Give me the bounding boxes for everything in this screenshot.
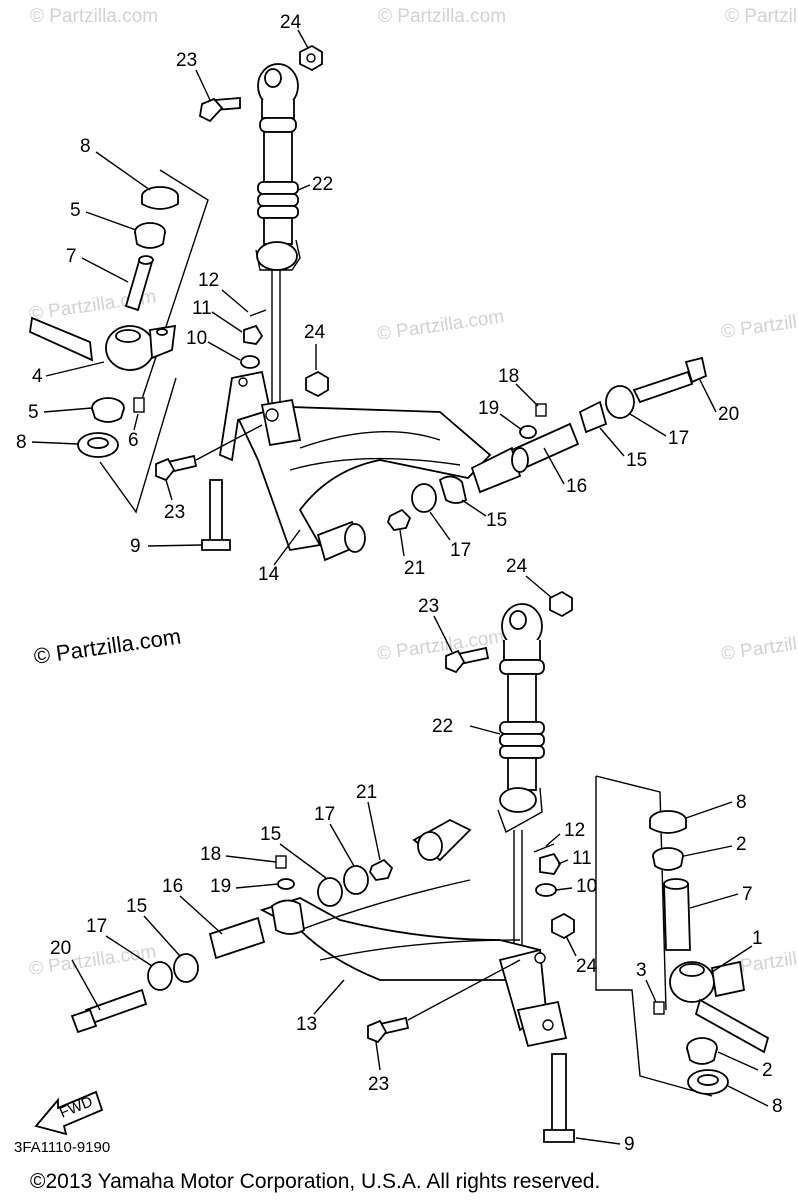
callout-label: 12 xyxy=(198,270,219,291)
callout-label: 23 xyxy=(164,502,185,523)
callout-label: 20 xyxy=(718,404,739,425)
callout-label: 23 xyxy=(176,50,197,71)
callout-label: 11 xyxy=(192,298,212,319)
callout-label: 12 xyxy=(564,820,585,841)
callout-label: 10 xyxy=(576,876,597,897)
lower-arm-top xyxy=(155,309,708,562)
callout-label: 6 xyxy=(128,430,139,451)
callout-label: 15 xyxy=(486,510,507,531)
callout-label: 17 xyxy=(314,804,335,825)
callout-label: 16 xyxy=(162,876,183,897)
callout-label: 7 xyxy=(742,884,753,905)
callout-label: 21 xyxy=(356,782,377,803)
callout-label: 8 xyxy=(736,792,747,813)
bottom-callouts: 24 23 22 8 2 7 1 3 2 8 9 23 24 xyxy=(50,556,783,1155)
callout-label: 15 xyxy=(126,896,147,917)
callout-label: 4 xyxy=(32,366,43,387)
top-callouts: 24 23 22 8 5 7 12 11 10 24 4 5 6 xyxy=(16,12,739,585)
shock-absorber-top xyxy=(199,44,323,420)
callout-label: 20 xyxy=(50,938,71,959)
callout-label: 19 xyxy=(478,398,499,419)
callout-label: 17 xyxy=(450,540,471,561)
callout-label: 17 xyxy=(668,428,689,449)
callout-label: 5 xyxy=(70,200,81,221)
copyright-text: ©2013 Yamaha Motor Corporation, U.S.A. A… xyxy=(30,1170,600,1193)
callout-label: 15 xyxy=(260,824,281,845)
callout-label: 24 xyxy=(304,322,326,343)
callout-label: 10 xyxy=(186,328,207,349)
steering-knuckle-left xyxy=(29,169,209,514)
callout-label: 11 xyxy=(572,848,592,869)
top-assembly: 24 23 22 8 5 7 12 11 10 24 4 5 6 xyxy=(16,12,739,585)
watermark: © Partzilla.com xyxy=(30,6,158,27)
callout-label: 23 xyxy=(368,1074,389,1095)
callout-label: 23 xyxy=(418,596,439,617)
callout-label: 1 xyxy=(752,928,763,949)
callout-label: 19 xyxy=(210,876,231,897)
watermark: © Partzilla.com xyxy=(720,304,798,343)
callout-label: 17 xyxy=(86,916,107,937)
shock-absorber-bottom xyxy=(445,590,573,950)
fwd-arrow-icon: FWD xyxy=(34,1090,104,1136)
callout-label: 5 xyxy=(28,402,39,423)
callout-label: 9 xyxy=(624,1134,635,1155)
lower-arm-bottom xyxy=(70,818,575,1143)
callout-label: 14 xyxy=(258,564,280,585)
steering-knuckle-right xyxy=(595,775,770,1097)
callout-label: 8 xyxy=(16,432,27,453)
callout-label: 2 xyxy=(736,834,747,855)
watermark: © Partzilla.com xyxy=(378,6,506,27)
callout-label: 24 xyxy=(506,556,528,577)
watermark: © Partzilla.com xyxy=(725,6,798,27)
callout-label: 24 xyxy=(576,956,598,977)
callout-label: 22 xyxy=(312,174,333,195)
watermark: © Partzilla.com xyxy=(720,626,798,665)
callout-label: 18 xyxy=(498,366,519,387)
callout-label: 9 xyxy=(130,536,141,557)
callout-label: 15 xyxy=(626,450,647,471)
callout-label: 18 xyxy=(200,844,221,865)
watermark: © Partzilla.com xyxy=(28,941,158,980)
callout-label: 24 xyxy=(280,12,302,33)
bottom-assembly: FWD 24 23 22 8 2 7 1 3 2 8 9 23 xyxy=(14,556,783,1193)
diagram-code: 3FA1110-9190 xyxy=(14,1139,110,1156)
callout-label: 8 xyxy=(80,136,91,157)
watermark-dark: © Partzilla.com xyxy=(32,624,182,669)
callout-label: 2 xyxy=(762,1060,773,1081)
watermark: © Partzilla.com xyxy=(376,306,506,345)
callout-label: 22 xyxy=(432,716,453,737)
callout-label: 13 xyxy=(296,1014,317,1035)
callout-label: 7 xyxy=(66,246,77,267)
callout-label: 16 xyxy=(566,476,587,497)
callout-label: 3 xyxy=(636,960,647,981)
callout-label: 8 xyxy=(772,1096,783,1117)
callout-label: 21 xyxy=(404,558,425,579)
